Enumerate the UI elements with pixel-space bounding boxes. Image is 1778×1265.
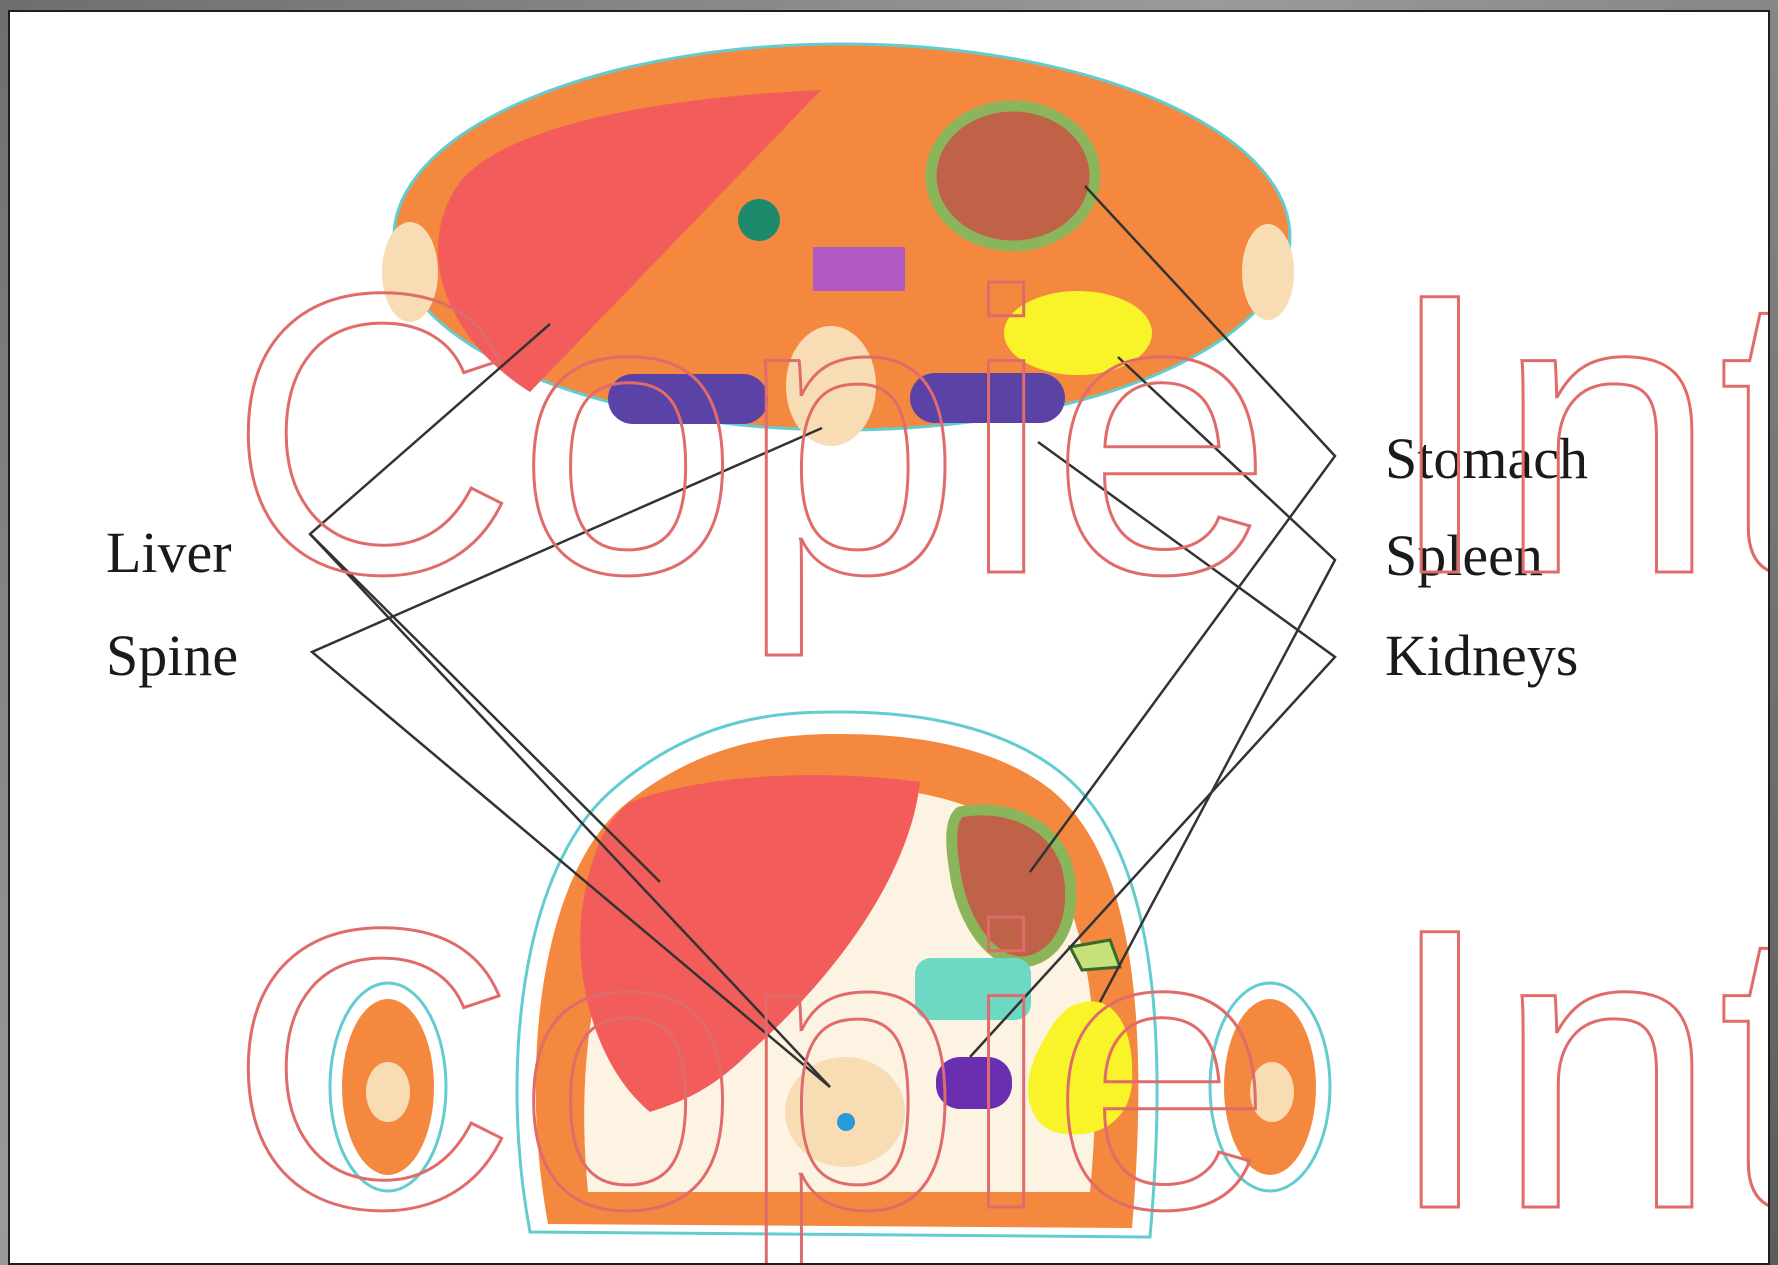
- watermark-text-top: Copie Inte: [228, 210, 1768, 660]
- diagram-frame: Liver Spine Stomach Spleen Kidneys Copie…: [8, 10, 1770, 1265]
- label-spine: Spine: [106, 623, 238, 688]
- anatomy-diagram: Liver Spine Stomach Spleen Kidneys Copie…: [10, 12, 1768, 1263]
- watermark-text-bottom: Copie Inte: [228, 845, 1768, 1263]
- label-liver: Liver: [106, 520, 232, 585]
